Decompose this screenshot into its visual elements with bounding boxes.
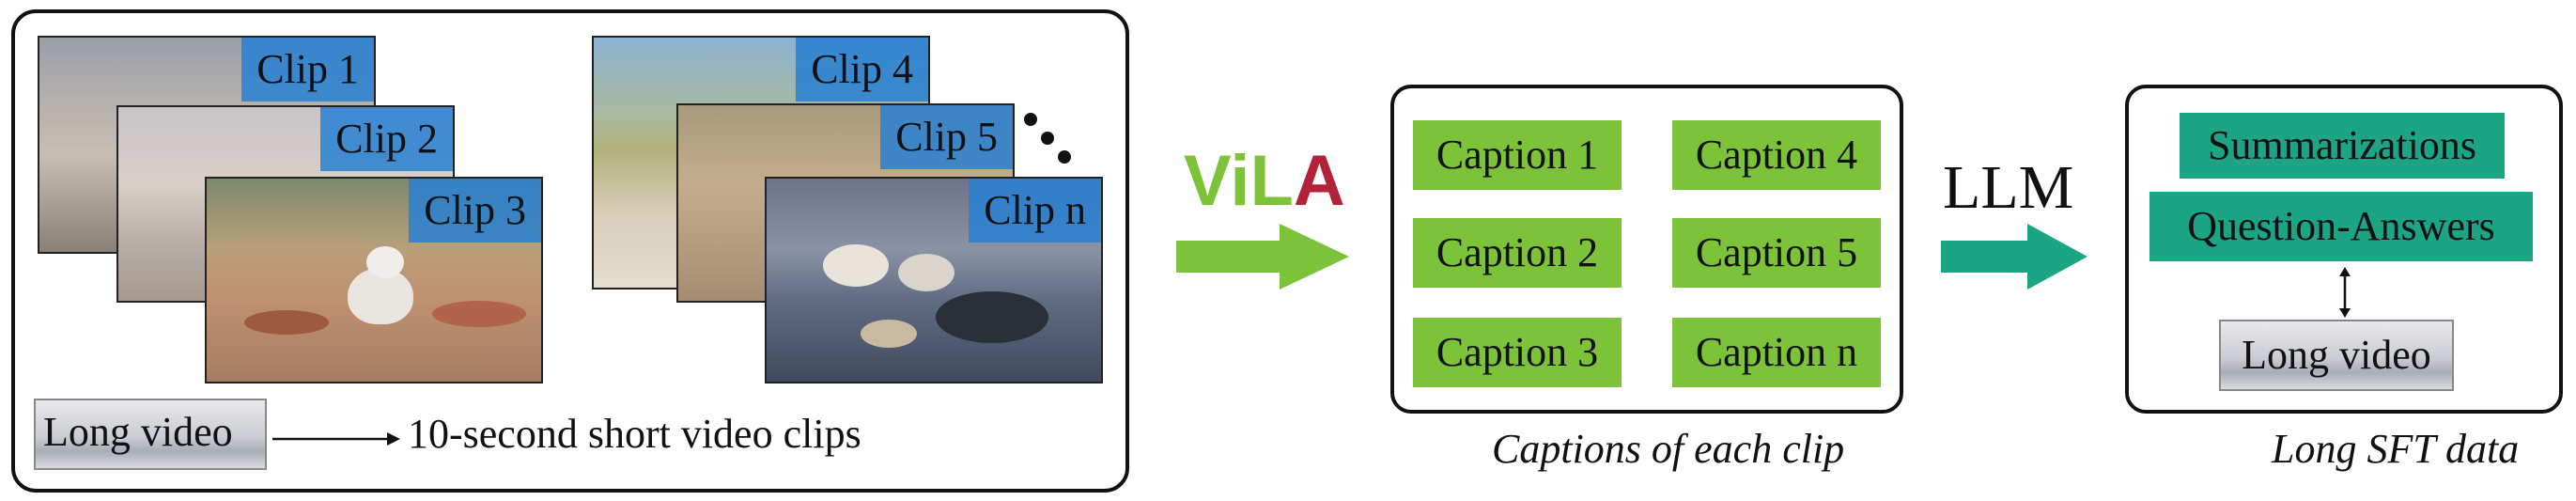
right-arrow-icon [1176, 224, 1349, 290]
caption-3-box: Caption 3 [1413, 318, 1622, 387]
sft-panel-label: Long SFT data [2272, 426, 2520, 472]
captions-panel-label: Captions of each clip [1492, 426, 1845, 472]
clip-2-label: Clip 2 [320, 107, 453, 171]
caption-n-box: Caption n [1672, 318, 1881, 387]
clip-5-label: Clip 5 [880, 105, 1013, 169]
double-arrow-icon [2339, 267, 2351, 318]
shell-decoration [432, 301, 526, 327]
ellipsis-dots-icon [1058, 150, 1071, 164]
bird-head [366, 246, 404, 278]
sft-long-video-thumbnail: Long video [2219, 320, 2454, 391]
clip-n-frame: Clip n [765, 177, 1103, 384]
ellipsis-dots-icon [1024, 113, 1037, 126]
clip-3-label: Clip 3 [409, 179, 541, 243]
vila-logo-text: ViLA [1184, 141, 1345, 216]
long-video-label: Long video [43, 409, 233, 455]
summarizations-box: Summarizations [2180, 113, 2505, 179]
right-arrow-icon [1941, 224, 2087, 290]
vila-logo: ViLA [1184, 141, 1345, 216]
sft-long-video-label: Long video [2242, 332, 2431, 378]
shell-decoration [244, 310, 329, 335]
bird-illustration [823, 244, 889, 287]
clip-1-label: Clip 1 [241, 38, 374, 102]
caption-2-box: Caption 2 [1413, 218, 1622, 288]
shell-decoration [861, 320, 917, 348]
ellipsis-dots-icon [1041, 132, 1054, 145]
rock-decoration [936, 291, 1048, 343]
bird-illustration [898, 254, 954, 291]
caption-1-box: Caption 1 [1413, 120, 1622, 190]
question-answers-box: Question-Answers [2149, 192, 2533, 261]
long-video-thumbnail: Long video [34, 399, 267, 470]
clip-4-label: Clip 4 [796, 38, 928, 102]
short-clips-label: 10-second short video clips [408, 411, 861, 457]
right-arrow-icon [272, 432, 400, 446]
clip-3-frame: Clip 3 [205, 177, 543, 384]
llm-label: LLM [1943, 153, 2074, 222]
clip-n-label: Clip n [969, 179, 1101, 243]
caption-5-box: Caption 5 [1672, 218, 1881, 288]
caption-4-box: Caption 4 [1672, 120, 1881, 190]
